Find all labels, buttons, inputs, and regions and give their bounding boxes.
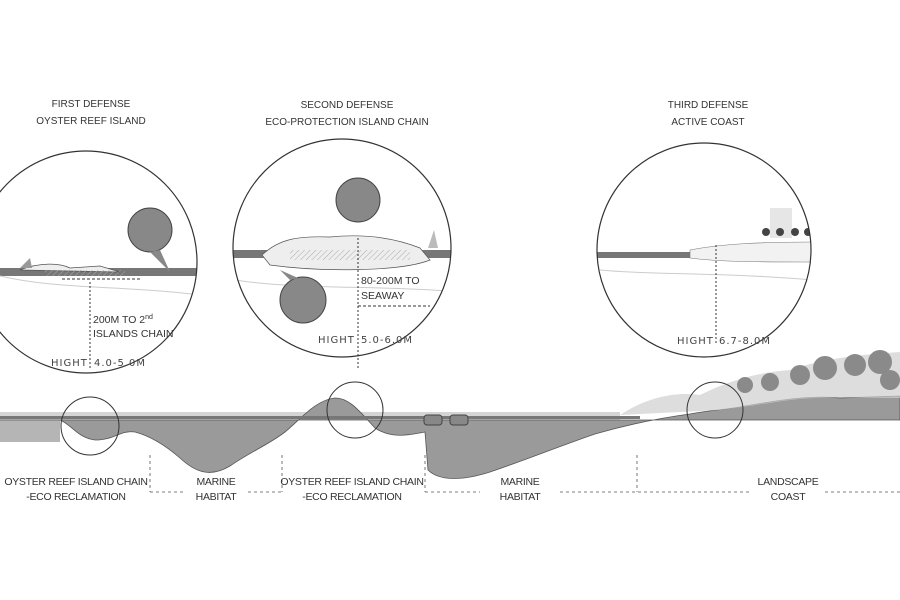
zone-2-line2: HABITAT <box>196 491 238 503</box>
second-distance-line1: 80-200M TO <box>361 275 420 287</box>
second-height-label: HIGHT <box>318 335 355 346</box>
first-distance-line2: ISLANDS CHAIN <box>93 328 174 340</box>
zone-dividers <box>149 455 900 493</box>
detail-marker-3 <box>686 381 744 439</box>
section-profile <box>0 350 900 479</box>
zone-2-line1: MARINE <box>196 476 235 488</box>
first-defense-detail: 200M TO 2nd ISLANDS CHAIN HIGHT 4.0-5.0M <box>0 150 198 374</box>
trees <box>737 350 900 393</box>
second-height-value: 5.0-6.0M <box>361 335 413 346</box>
zone-5-line2: COAST <box>771 491 807 503</box>
detail-marker-2 <box>326 381 384 439</box>
third-defense-detail: HIGHT 6.7-8.0M <box>596 142 812 358</box>
boats <box>423 414 469 426</box>
third-height-value: 6.7-8.0M <box>719 336 771 347</box>
first-defense-title: FIRST DEFENSE <box>52 99 131 110</box>
third-defense-title: THIRD DEFENSE <box>668 100 749 111</box>
third-defense-subtitle: ACTIVE COAST <box>671 117 744 128</box>
second-defense-detail: 80-200M TO SEAWAY HIGHT 5.0-6.0M <box>232 138 452 370</box>
second-distance-line2: SEAWAY <box>361 290 404 302</box>
magnifier-circle-top <box>335 177 381 223</box>
pier <box>0 420 60 442</box>
third-height-label: HIGHT <box>677 336 714 347</box>
magnifier-circle-bottom <box>279 276 327 324</box>
zone-1-line1: OYSTER REEF ISLAND CHAIN <box>4 476 147 488</box>
zone-1-line2: -ECO RECLAMATION <box>26 491 125 503</box>
first-height-label: HIGHT <box>51 358 88 369</box>
magnifier-circle <box>127 207 173 253</box>
second-defense-subtitle: ECO-PROTECTION ISLAND CHAIN <box>265 117 428 128</box>
zone-3-line2: -ECO RECLAMATION <box>302 491 401 503</box>
zone-4-line2: HABITAT <box>500 491 542 503</box>
detail-marker-1 <box>60 396 120 456</box>
zone-4-line1: MARINE <box>500 476 539 488</box>
first-height-value: 4.0-5.0M <box>94 358 146 369</box>
second-defense-title: SECOND DEFENSE <box>301 100 394 111</box>
zone-5-line1: LANDSCAPE <box>758 476 819 488</box>
first-defense-subtitle: OYSTER REEF ISLAND <box>36 116 145 127</box>
first-distance-line1: 200M TO 2nd <box>93 314 153 326</box>
zone-3-line1: OYSTER REEF ISLAND CHAIN <box>280 476 423 488</box>
